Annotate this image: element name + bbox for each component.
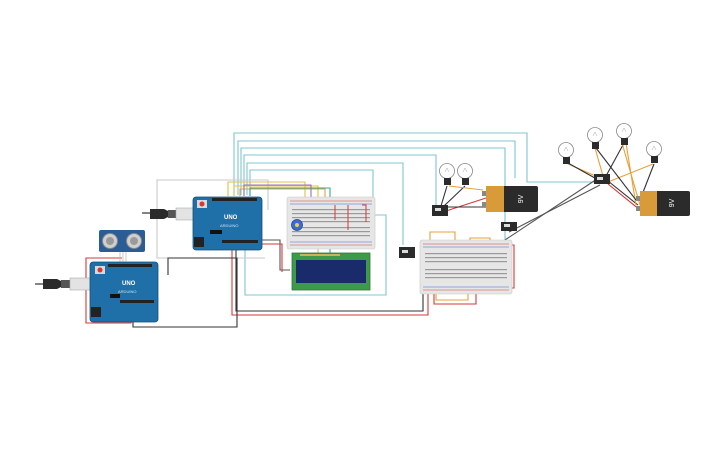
- usb-plug-main[interactable]: [142, 207, 195, 221]
- lightbulb-icon: [646, 141, 662, 163]
- wire-cyan-6[interactable]: [244, 169, 387, 296]
- analog-header: [120, 300, 154, 303]
- wire-black-battery-right[interactable]: [607, 180, 639, 206]
- reset-button-icon: [97, 267, 103, 273]
- bulb-left-1[interactable]: [439, 163, 455, 186]
- wire-relay-2[interactable]: [508, 184, 601, 233]
- arduino-main-brand: ARDUINO: [220, 223, 238, 228]
- breadboard-holes: [425, 253, 507, 279]
- wire-bulb-right-3[interactable]: [594, 147, 604, 177]
- digital-header: [212, 198, 257, 201]
- chip: [110, 294, 120, 298]
- bulb-right-1[interactable]: [558, 142, 574, 165]
- bulb-right-2[interactable]: [587, 127, 603, 150]
- bulb-right-3[interactable]: [616, 123, 632, 146]
- wire-cyan-2[interactable]: [237, 140, 516, 195]
- wire-bb-left-red[interactable]: [334, 204, 367, 230]
- breadboard-right[interactable]: [419, 239, 513, 295]
- relay-right[interactable]: [594, 174, 610, 184]
- power-jack[interactable]: [91, 307, 101, 317]
- bulb-left-2[interactable]: [457, 163, 473, 186]
- bulb-right-4[interactable]: [646, 141, 662, 164]
- wire-bulb-left-3[interactable]: [448, 185, 484, 191]
- wire-bulb-left-1[interactable]: [440, 185, 448, 207]
- breadboard-left[interactable]: [286, 196, 376, 250]
- analog-header: [222, 240, 258, 243]
- wire-bulb-right-4[interactable]: [605, 142, 625, 177]
- relay-mid[interactable]: [501, 222, 517, 231]
- arduino-main[interactable]: UNO ARDUINO: [192, 196, 263, 251]
- wire-red-lcd[interactable]: [262, 243, 283, 272]
- battery-right-label: 9V: [669, 198, 676, 207]
- relay-left[interactable]: [399, 247, 415, 258]
- power-jack[interactable]: [194, 237, 204, 247]
- relay-top[interactable]: [432, 205, 448, 216]
- ultrasonic-sensor-icon: [102, 233, 142, 249]
- battery-left-label: 9V: [518, 194, 525, 203]
- arduino-sensor-logo: UNO: [122, 281, 136, 287]
- wire-red-battery-left[interactable]: [445, 197, 487, 212]
- wire-bulb-right-8[interactable]: [621, 142, 641, 206]
- wire-bulb-left-2[interactable]: [443, 185, 466, 207]
- breadboard-holes: [292, 209, 370, 237]
- reset-button-icon: [199, 201, 205, 207]
- battery-left[interactable]: 9V: [482, 186, 538, 212]
- potentiometer-icon: [295, 223, 299, 227]
- lightbulb-icon: [439, 163, 455, 185]
- lcd-screen: [296, 260, 366, 283]
- lightbulb-icon: [587, 127, 603, 149]
- digital-header: [108, 264, 152, 267]
- battery-right[interactable]: 9V: [636, 191, 690, 216]
- wire-bulb-right-9[interactable]: [595, 147, 637, 201]
- ultrasonic-sensor[interactable]: [99, 230, 145, 262]
- lightbulb-icon: [558, 142, 574, 164]
- wire-cyan-top[interactable]: [233, 132, 600, 195]
- wire-black-sensor[interactable]: [132, 257, 238, 328]
- wire-red-battery-right[interactable]: [607, 183, 641, 211]
- lightbulb-icon: [616, 123, 632, 145]
- wire-black-lcd[interactable]: [262, 239, 290, 271]
- wire-cyan-5[interactable]: [246, 162, 404, 245]
- chip: [210, 230, 222, 234]
- usb-plug-icon: [142, 207, 195, 221]
- arduino-sensor-brand: ARDUINO: [118, 289, 136, 294]
- potentiometer[interactable]: [291, 219, 303, 231]
- wire-relay-long[interactable]: [504, 178, 598, 241]
- lightbulb-icon: [457, 163, 473, 185]
- arduino-sensor[interactable]: UNO ARDUINO: [89, 261, 159, 323]
- lcd-display[interactable]: [291, 252, 371, 291]
- lcd-pins: [300, 254, 340, 256]
- arduino-main-logo: UNO: [224, 215, 238, 221]
- wire-cyan-4[interactable]: [243, 154, 437, 208]
